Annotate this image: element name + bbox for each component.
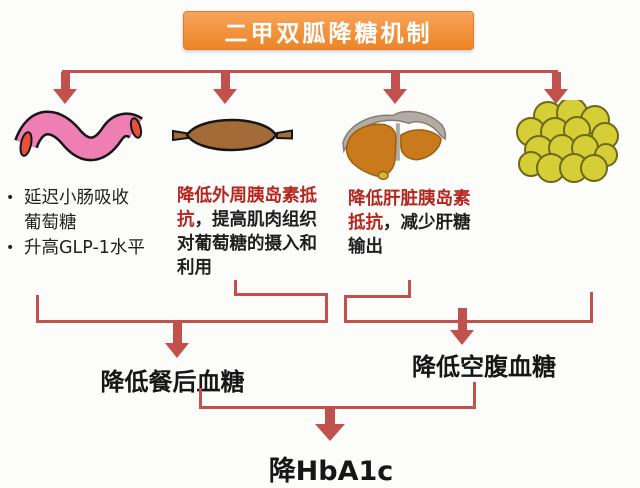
bracket-fasting-liver-tick (408, 280, 411, 298)
arrow-shaft (390, 72, 400, 89)
muscle-tendon-left (172, 129, 189, 142)
list-item: • 延迟小肠吸收 葡萄糖 (6, 186, 162, 236)
bracket-fasting-left-drop (344, 295, 347, 323)
bracket-hba1c-left-tick (199, 388, 202, 409)
gallbladder (377, 170, 389, 181)
arrow-head (315, 424, 345, 441)
fat-cells-icon (516, 100, 619, 183)
liver-effect-highlight: 降低肝脏胰岛素抵抗 (348, 189, 471, 233)
muscle-tendon-right (276, 129, 293, 140)
bracket-postprandial-bar (36, 320, 328, 323)
muscle-effect-text: 降低外周胰岛素抵抗，提高肌肉组织对葡萄糖的摄入和利用 (177, 184, 319, 280)
liver-effect-rest: ，减少肝糖输出 (348, 213, 471, 257)
liver-right-lobe (400, 129, 442, 161)
arrow-shaft (220, 72, 230, 89)
down-arrow-fasting (450, 308, 474, 345)
arrow-head (544, 89, 568, 104)
muscle-effect-highlight: 降低外周胰岛素抵抗 (177, 186, 317, 230)
liver-left-lobe (346, 123, 397, 177)
liver-effect-text: 降低肝脏胰岛素抵抗，减少肝糖输出 (348, 187, 484, 259)
muscle-belly (185, 118, 278, 152)
down-arrow-postprandial (165, 323, 189, 358)
fat-cell-cluster (516, 100, 619, 183)
list-item: • 升高GLP-1水平 (6, 236, 162, 261)
arrow-head (165, 343, 189, 358)
bracket-postprandial-upper-bar (234, 293, 328, 296)
intestine-end-right (129, 117, 143, 139)
intestine-effects-list: • 延迟小肠吸收 葡萄糖 • 升高GLP-1水平 (6, 186, 162, 261)
bracket-hba1c-bar (199, 406, 476, 409)
arrow-shaft (457, 308, 467, 330)
bullet-icon: • (6, 190, 15, 206)
bracket-postprandial-muscle-tick (234, 280, 237, 296)
title-banner: 二甲双胍降糖机制 (183, 11, 474, 50)
down-arrow-intestine (53, 72, 77, 104)
intestine-end-left (19, 131, 33, 157)
arrow-head (383, 89, 407, 104)
small-intestine-icon (14, 110, 143, 162)
down-arrow-fat (544, 72, 568, 104)
arrow-shaft (325, 408, 335, 424)
outcome-postprandial-label: 降低餐后血糖 (100, 368, 245, 396)
top-connector-line (62, 70, 558, 73)
bracket-hba1c-right-tick (473, 382, 476, 409)
bracket-postprandial-right-drop (325, 293, 328, 323)
down-arrow-liver (383, 72, 407, 104)
liver-icon (342, 110, 447, 181)
arrow-head (213, 89, 237, 104)
arrow-shaft (172, 323, 182, 343)
bracket-fasting-bar (344, 320, 593, 323)
bracket-postprandial-left-tick (36, 295, 39, 323)
outcome-hba1c-label: 降HbA1c (268, 456, 394, 487)
down-arrow-muscle (213, 72, 237, 104)
muscle-icon (172, 118, 293, 152)
outcome-fasting-label: 降低空腹血糖 (412, 353, 556, 381)
bullet-icon: • (6, 240, 15, 256)
intestine-tube (16, 113, 142, 159)
arrow-shaft (551, 72, 561, 89)
arrow-shaft (60, 72, 70, 89)
arrow-head (450, 330, 474, 345)
arrow-head (53, 89, 77, 104)
list-item-text: 升高GLP-1水平 (24, 238, 145, 258)
list-item-text: 延迟小肠吸收 葡萄糖 (24, 188, 129, 233)
down-arrow-hba1c (315, 408, 345, 441)
muscle-effect-rest: ，提高肌肉组织对葡萄糖的摄入和利用 (177, 210, 317, 278)
bracket-fasting-right-tick (590, 292, 593, 323)
diagram-title: 二甲双胍降糖机制 (224, 20, 433, 47)
bracket-fasting-upper-bar (344, 295, 411, 298)
